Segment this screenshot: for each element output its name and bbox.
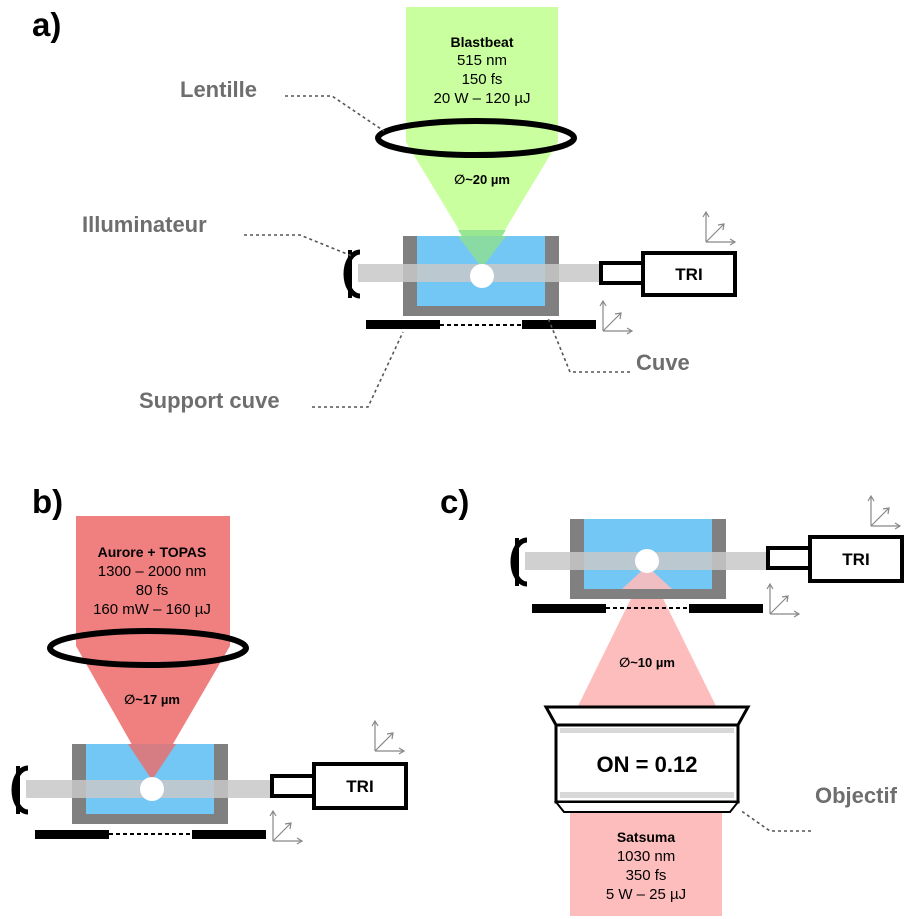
panel-a-holder-pad-left xyxy=(366,320,440,329)
panel-c-spot-size: ∅~10 µm xyxy=(619,655,675,670)
panel-c-laser-power: 5 W – 25 µJ xyxy=(606,886,686,903)
panel-b-laser-duration: 80 fs xyxy=(136,582,169,599)
panel-c-laser-wavelength: 1030 nm xyxy=(617,848,675,865)
panel-c-camera-stage-axes-icon xyxy=(867,494,902,530)
panel-a-laser-cone xyxy=(406,142,558,268)
panel-b-holder-stage-axes-icon xyxy=(269,809,304,845)
panel-c-letter: c) xyxy=(440,483,469,520)
panel-b-focus-in-liquid xyxy=(128,744,176,780)
panel-a-holder-pad-right xyxy=(522,320,596,329)
panel-a-letter: a) xyxy=(32,6,61,43)
panel-c-cell-bottom xyxy=(570,589,726,599)
panel-a-interaction-point xyxy=(470,264,494,288)
panel-a-laser-wavelength: 515 nm xyxy=(457,52,507,69)
panel-a-cell-bottom xyxy=(403,306,559,316)
panel-c-camera-label: TRI xyxy=(842,550,869,569)
panel-b-interaction-point xyxy=(140,777,164,801)
panel-c-holder-pad-left xyxy=(532,604,606,613)
panel-b: b) Aurore + TOPAS 1300 – 2000 nm 80 fs 1… xyxy=(11,483,408,845)
panel-a-camera-label: TRI xyxy=(675,265,702,284)
callout-cuve-leader xyxy=(547,317,630,373)
panel-a-spot-size: ∅~20 µm xyxy=(454,172,510,187)
panel-c-objective-shade-top xyxy=(560,728,734,733)
panel-a-illuminator-mirror xyxy=(343,249,361,299)
panel-c-illuminator-mirror xyxy=(510,537,528,587)
panel-a-lens xyxy=(375,118,577,158)
panel-b-laser-power: 160 mW – 160 µJ xyxy=(93,601,211,618)
callout-illuminateur: Illuminateur xyxy=(82,212,207,237)
panel-c-laser-duration: 350 fs xyxy=(626,867,667,884)
panel-a-holder-stage-axes-icon xyxy=(599,299,634,335)
panel-b-holder-pad-left xyxy=(35,830,109,839)
callout-lentille: Lentille xyxy=(180,77,257,102)
callout-support-cuve-leader xyxy=(312,331,404,408)
panel-b-letter: b) xyxy=(32,483,63,520)
panel-a-laser-power: 20 W – 120 µJ xyxy=(433,90,530,107)
panel-b-holder-pad-right xyxy=(192,830,266,839)
panel-b-illuminator-mirror xyxy=(11,765,29,815)
callout-objectif-leader xyxy=(739,809,811,832)
panel-c-camera-body xyxy=(808,535,904,583)
panel-c-objective-shade-bottom xyxy=(560,792,734,798)
panel-a-camera-stage-axes-icon xyxy=(702,210,737,246)
panel-b-laser-cone xyxy=(76,646,230,780)
panel-c-holder-pad-right xyxy=(689,604,763,613)
panel-b-lens xyxy=(47,628,249,668)
callout-illuminateur-leader xyxy=(244,234,353,257)
panel-c-focus-in-liquid xyxy=(622,566,672,589)
panel-c-objective-bottom-lip xyxy=(553,801,741,813)
panel-c: c) ∅~10 µm Satsuma 1030 nm 350 fs 5 W – … xyxy=(440,483,904,916)
panel-a-laser-duration: 150 fs xyxy=(462,71,503,88)
panel-b-laser-name: Aurore + TOPAS xyxy=(98,544,207,560)
panel-c-laser-cone xyxy=(578,566,716,706)
panel-b-laser-wavelength: 1300 – 2000 nm xyxy=(98,563,206,580)
panel-b-camera-body xyxy=(312,762,408,810)
panel-c-camera-lens xyxy=(766,546,812,570)
panel-a-camera-body xyxy=(641,251,737,297)
panel-c-interaction-point xyxy=(635,549,659,573)
panel-b-camera-label: TRI xyxy=(346,777,373,796)
panel-b-laser-beam xyxy=(76,516,230,646)
panel-b-camera-lens xyxy=(270,774,316,798)
callout-support-cuve: Support cuve xyxy=(139,388,280,413)
callout-lentille-leader xyxy=(285,95,385,132)
panel-a-focus-in-liquid xyxy=(458,236,506,268)
panel-c-numerical-aperture: ON = 0.12 xyxy=(597,752,698,777)
panel-b-spot-size: ∅~17 µm xyxy=(124,692,180,707)
panel-a-laser-name: Blastbeat xyxy=(450,34,513,50)
panel-c-objective-top-flange xyxy=(543,705,751,727)
callout-cuve: Cuve xyxy=(636,350,690,375)
callout-objectif: Objectif xyxy=(815,783,898,808)
panel-c-objective-body xyxy=(554,723,740,804)
panel-a-camera-lens xyxy=(599,261,645,285)
panel-c-holder-stage-axes-icon xyxy=(766,582,801,618)
panel-b-cell-bottom xyxy=(72,814,228,824)
panel-c-laser-name: Satsuma xyxy=(617,829,676,845)
panel-a: a) Blastbeat 515 nm 150 fs 20 W – 120 µJ… xyxy=(32,6,737,413)
panel-b-camera-stage-axes-icon xyxy=(371,719,406,755)
panel-c-laser-beam xyxy=(570,800,722,916)
